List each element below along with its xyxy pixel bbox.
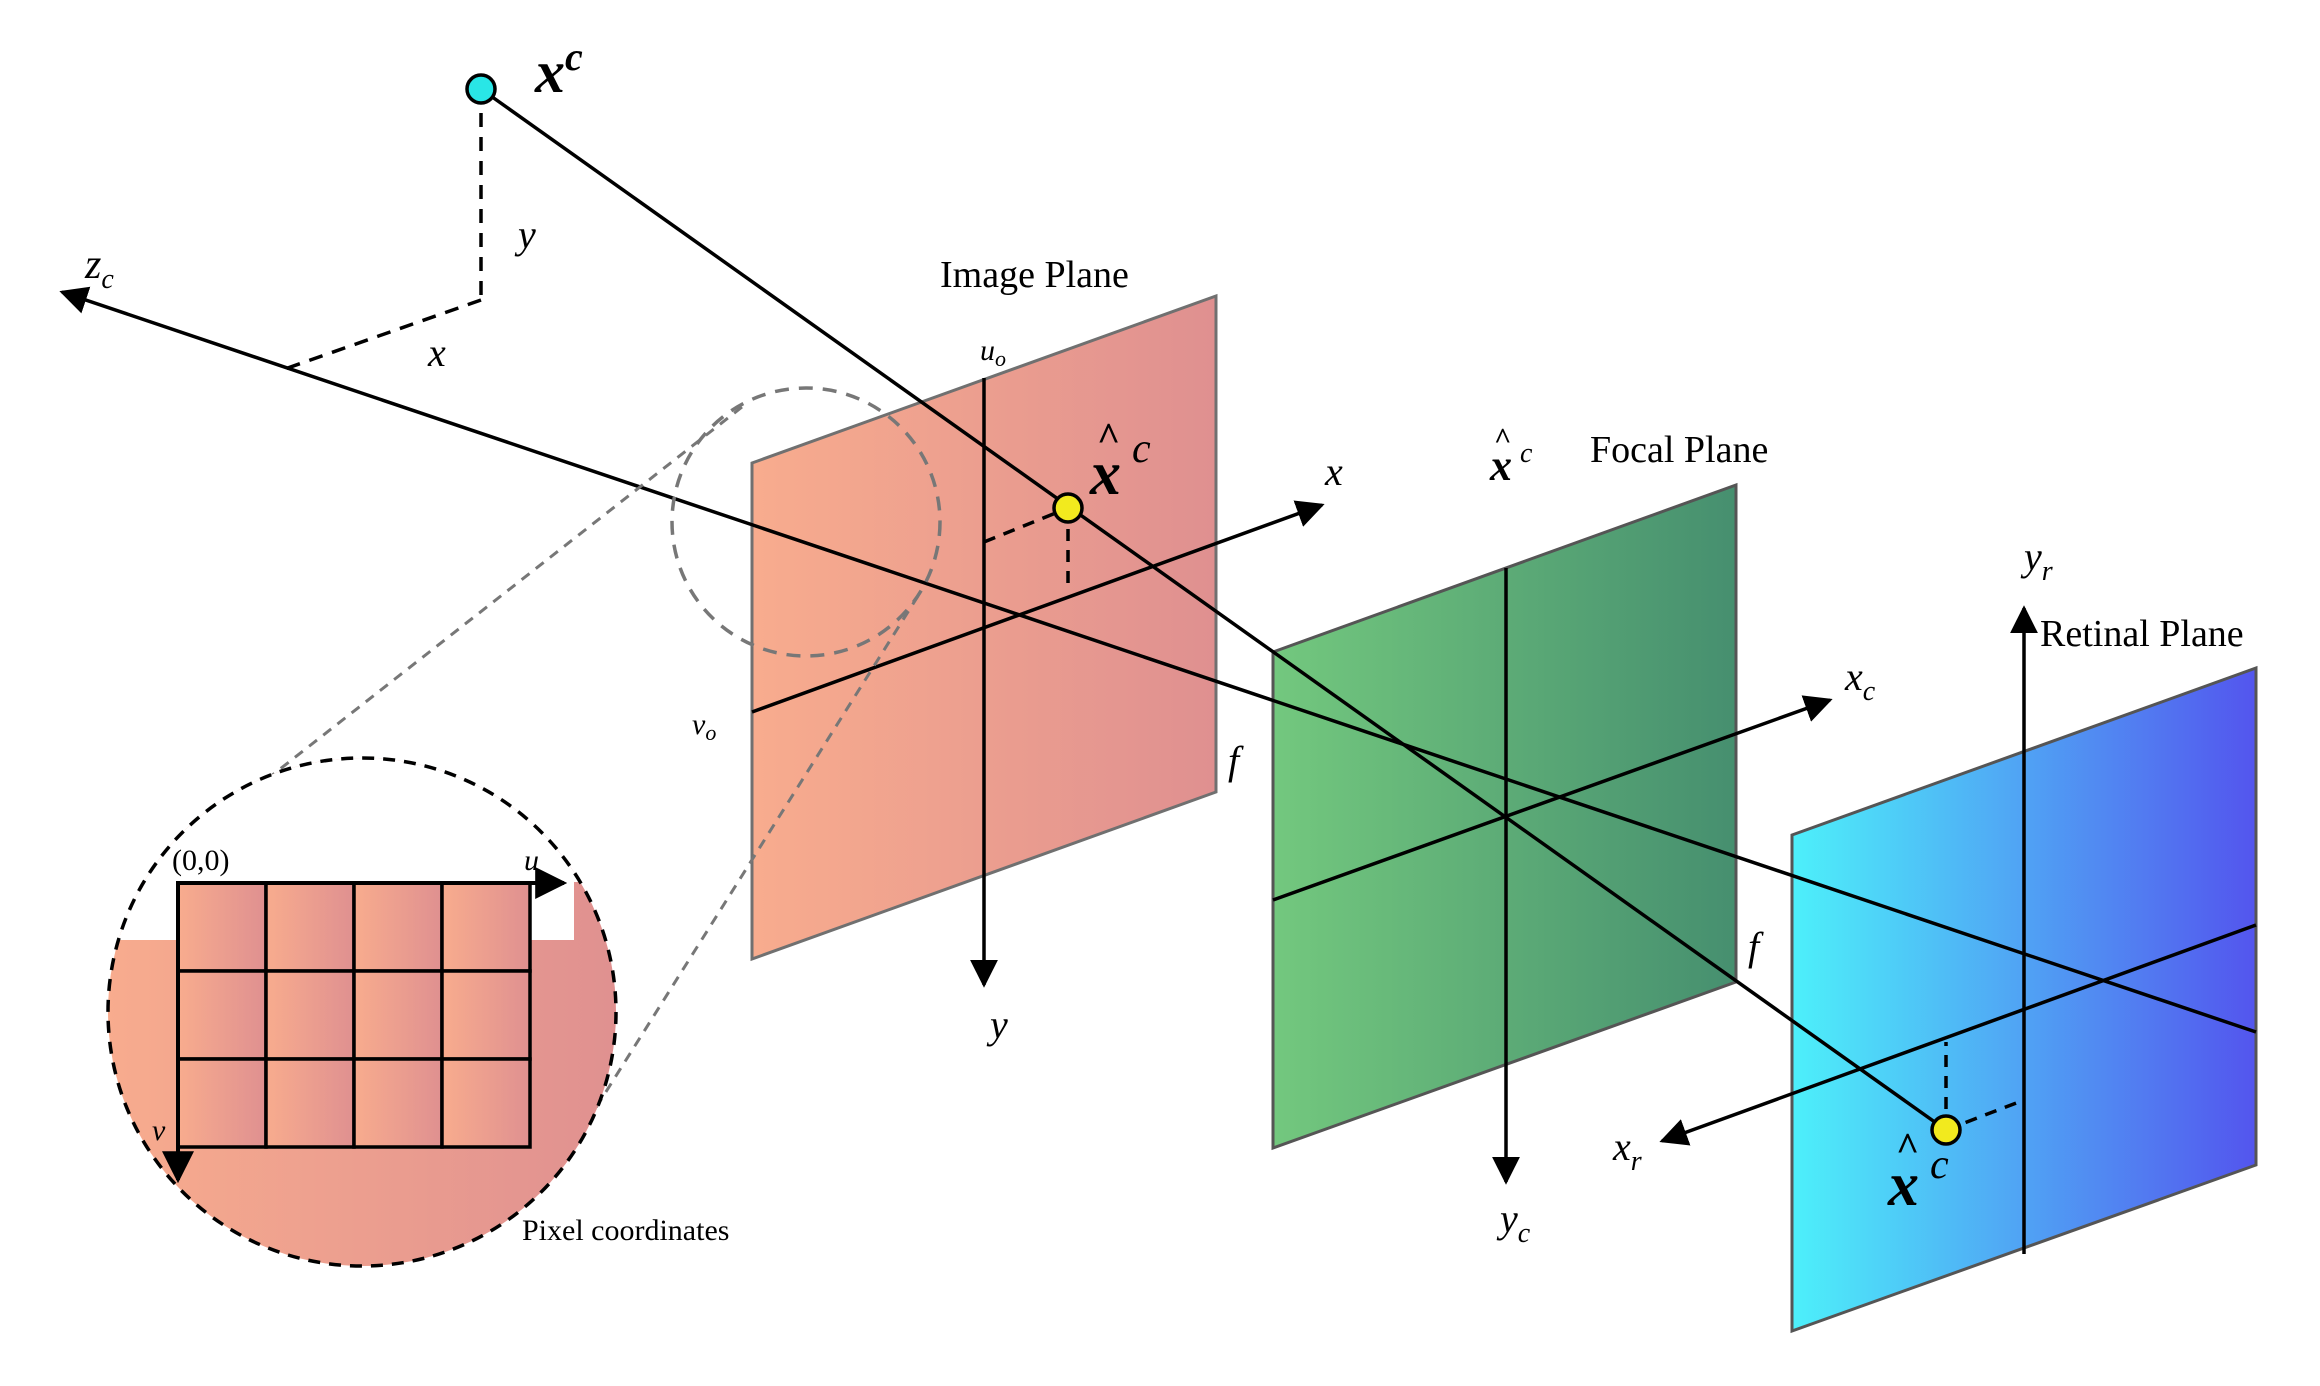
svg-text:^: ^ bbox=[1097, 414, 1120, 459]
retinal-plane-x-axis bbox=[1659, 923, 2257, 1146]
svg-text:c: c bbox=[1520, 438, 1533, 469]
inset-origin-label: (0,0) bbox=[172, 844, 229, 877]
svg-text:x: x bbox=[1489, 441, 1512, 490]
retinal-proj-guide-1 bbox=[1945, 1098, 2025, 1132]
inset-u-label: u bbox=[524, 844, 539, 877]
world-point bbox=[465, 73, 497, 105]
image-proj-point-label: x ^ c bbox=[1089, 414, 1151, 508]
pixel-cell bbox=[352, 1057, 444, 1149]
image-focal-label: f bbox=[1228, 738, 1244, 783]
focal-plane-title: Focal Plane bbox=[1590, 429, 1768, 471]
pixel-inset bbox=[106, 756, 618, 1268]
z-axis-label: zc bbox=[84, 242, 114, 295]
focal-f-label: f bbox=[1748, 924, 1764, 969]
focal-x-axis-label: xc bbox=[1844, 654, 1876, 707]
world-point-label: xc bbox=[534, 34, 583, 105]
pixel-cell bbox=[352, 969, 444, 1061]
magnifier-tangent-1 bbox=[191, 405, 743, 840]
optical-axis-z bbox=[59, 286, 2257, 1034]
projection-ray bbox=[479, 87, 1948, 1132]
focal-point-label: x ^ c bbox=[1489, 422, 1533, 490]
svg-text:c: c bbox=[1930, 1142, 1949, 1188]
pixel-cell bbox=[264, 1057, 356, 1149]
pixel-cell bbox=[176, 969, 268, 1061]
pixel-cell bbox=[440, 969, 532, 1061]
retinal-plane-title: Retinal Plane bbox=[2040, 613, 2244, 655]
pixel-cell bbox=[440, 881, 532, 973]
pixel-cell bbox=[176, 881, 268, 973]
pixel-grid bbox=[176, 881, 532, 1149]
image-y-axis-label: y bbox=[986, 1002, 1008, 1047]
retinal-projected-point bbox=[1930, 1114, 1962, 1146]
inset-caption: Pixel coordinates bbox=[522, 1214, 729, 1247]
image-projected-point bbox=[1052, 492, 1084, 524]
retinal-y-axis-label: yr bbox=[2020, 534, 2053, 587]
inset-v-label: v bbox=[152, 1114, 166, 1147]
pixel-cell bbox=[176, 1057, 268, 1149]
image-proj-guide-1 bbox=[983, 506, 1069, 544]
image-v0-label: vo bbox=[692, 708, 716, 745]
magnifier-tangent-2 bbox=[590, 595, 920, 1115]
focal-plane-x-axis bbox=[1272, 695, 1833, 902]
world-x-label: x bbox=[427, 330, 446, 375]
pixel-cell bbox=[264, 881, 356, 973]
retinal-x-axis-label: xr bbox=[1612, 1124, 1642, 1177]
pixel-cell bbox=[352, 881, 444, 973]
world-x-guide bbox=[281, 298, 482, 372]
svg-text:x: x bbox=[1089, 440, 1121, 508]
image-plane-v-axis bbox=[751, 500, 1325, 714]
svg-text:^: ^ bbox=[1494, 422, 1511, 455]
world-y-label: y bbox=[514, 212, 536, 257]
retinal-proj-point-label: x ^ c bbox=[1887, 1124, 1949, 1219]
focal-y-axis-label: yc bbox=[1496, 1196, 1531, 1249]
magnifier-circle bbox=[670, 386, 942, 658]
svg-text:^: ^ bbox=[1896, 1124, 1919, 1169]
image-plane-title: Image Plane bbox=[940, 254, 1129, 296]
image-u0-label: uo bbox=[980, 334, 1006, 371]
image-x-axis-label: x bbox=[1324, 449, 1343, 494]
svg-text:c: c bbox=[1132, 426, 1151, 472]
svg-text:x: x bbox=[1887, 1151, 1919, 1219]
pixel-cell bbox=[264, 969, 356, 1061]
pixel-cell bbox=[440, 1057, 532, 1149]
